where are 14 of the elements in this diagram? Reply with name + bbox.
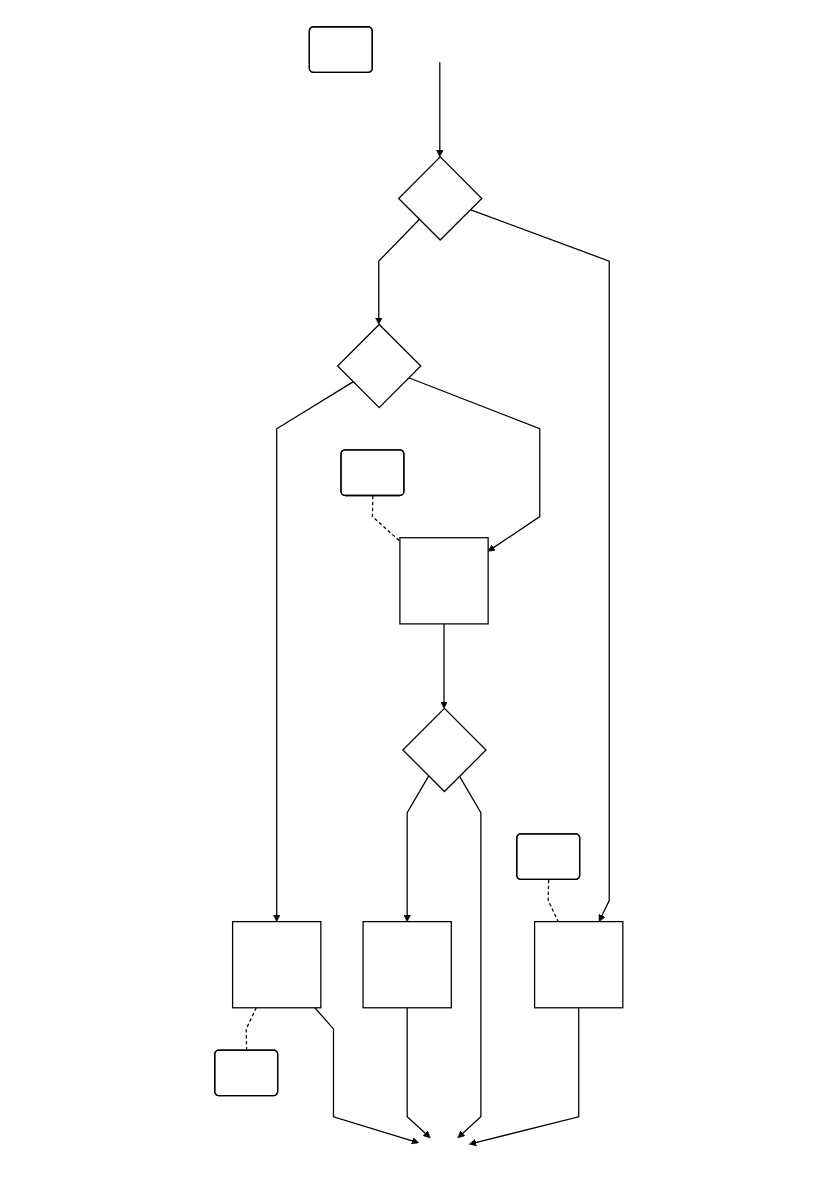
arrow [403,775,430,922]
arrow [469,209,611,922]
connector [547,879,560,923]
arrow [375,218,421,325]
arrow [457,775,482,1139]
connector [245,1007,258,1052]
arrow [408,377,541,552]
arrow [273,381,354,922]
arrow [406,1007,431,1139]
arrow [314,1007,420,1145]
arrow [469,1007,580,1147]
arrow [440,623,448,709]
arrow [436,61,444,158]
connector [372,495,401,542]
